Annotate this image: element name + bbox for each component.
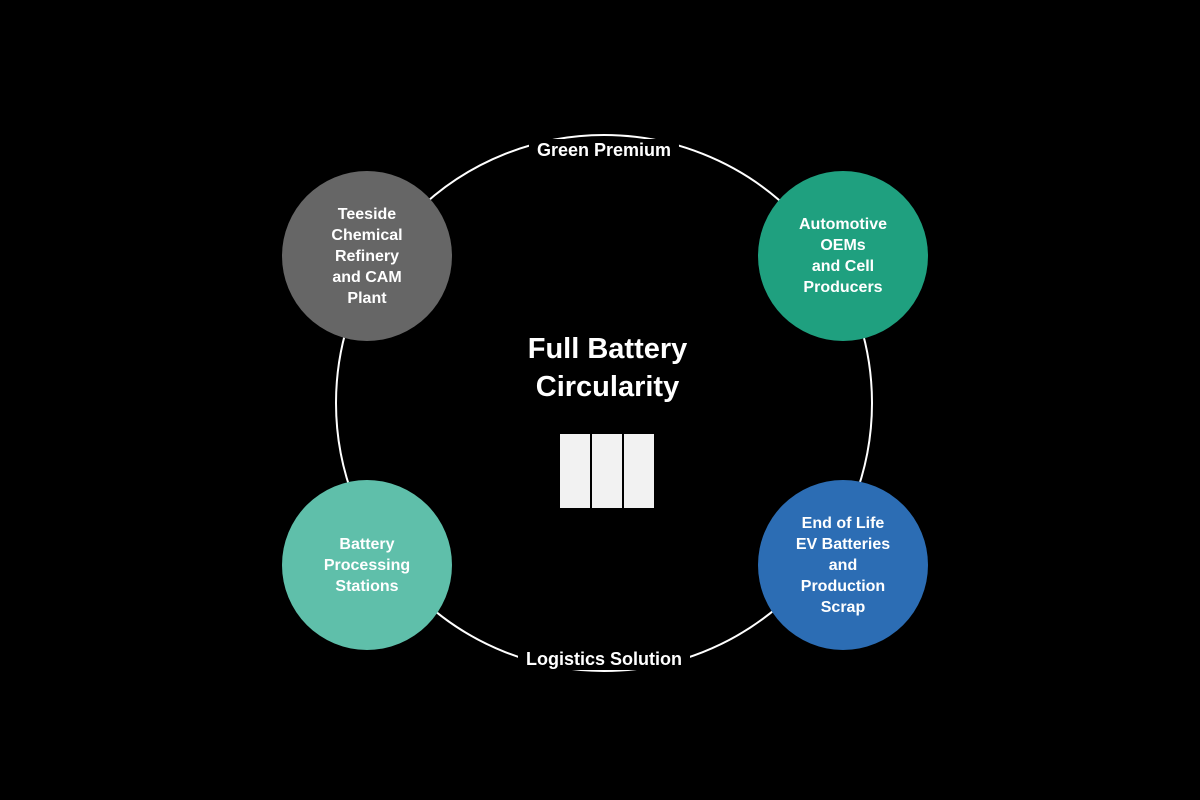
three-bar-logo-icon — [560, 434, 654, 508]
automotive-oems-node: Automotive OEMs and Cell Producers — [758, 171, 928, 341]
logo-bar — [624, 434, 654, 508]
battery-processing-node: Battery Processing Stations — [282, 480, 452, 650]
battery-processing-label: Battery Processing Stations — [323, 535, 411, 595]
end-of-life-batteries-label: End of Life EV Batteries and Production … — [795, 514, 891, 616]
green-premium-label: Green Premium — [528, 139, 680, 161]
logo-bar — [592, 434, 622, 508]
logistics-solution-label: Logistics Solution — [518, 648, 690, 670]
logo-bar — [560, 434, 590, 508]
teeside-refinery-label: Teeside Chemical Refinery and CAM Plant — [331, 205, 403, 307]
ring-circle — [335, 134, 873, 672]
diagram-title: Full Battery Circularity — [527, 333, 688, 403]
automotive-oems-label: Automotive OEMs and Cell Producers — [799, 216, 887, 296]
end-of-life-batteries-node: End of Life EV Batteries and Production … — [758, 480, 928, 650]
teeside-refinery-node: Teeside Chemical Refinery and CAM Plant — [282, 171, 452, 341]
